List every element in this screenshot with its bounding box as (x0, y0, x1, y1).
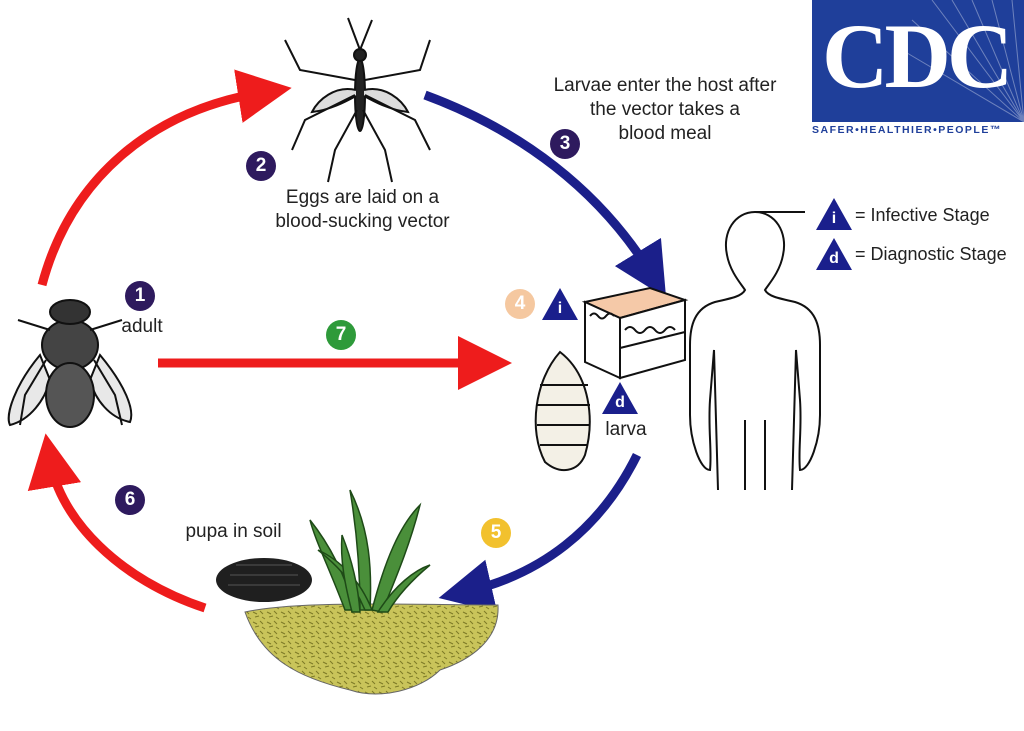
step-5-badge: 5 (481, 518, 511, 548)
cdc-wordmark: CDC (822, 5, 1013, 107)
cdc-tagline: SAFER•HEALTHIER•PEOPLE™ (812, 124, 1002, 136)
pupa-label: pupa in soil (185, 521, 282, 542)
step-6-badge: 6 (115, 485, 145, 515)
cdc-logo: CDC SAFER•HEALTHIER•PEOPLE™ (812, 0, 1024, 158)
larvae-label-line-3: blood meal (618, 122, 712, 144)
step-2-badge: 2 (246, 151, 276, 181)
arrow-adult-to-vector (37, 69, 292, 287)
legend-diagnostic-letter: d (829, 250, 839, 267)
step-4-badge: 4 (505, 289, 535, 319)
bot-fly-adult-icon (7, 299, 133, 428)
larvae-label-line-1: Larvae enter the host after (553, 75, 777, 96)
legend-diagnostic-text: = Diagnostic Stage (855, 244, 1007, 264)
cdc-logo-box: CDC (812, 0, 1024, 122)
arrow-larva-to-soil (438, 453, 642, 613)
diagnostic-stage-marker: d (602, 382, 638, 414)
soil-icon (244, 603, 499, 695)
human-host-icon (689, 211, 821, 491)
step-3-badge: 3 (550, 129, 580, 159)
legend-infective-icon: i (816, 198, 852, 230)
larvae-label-line-2: the vector takes a (590, 98, 740, 120)
diagnostic-stage-marker-letter: d (615, 394, 625, 411)
larvae-label: Larvae enter the host after the vector t… (535, 74, 795, 145)
legend-infective-text: = Infective Stage (855, 205, 990, 225)
arrow-vector-to-host (423, 90, 667, 299)
logo-rays-icon (901, 0, 1024, 122)
mosquito-icon (284, 17, 431, 183)
eggs-label-line-2: blood-sucking vector (275, 210, 450, 232)
infective-stage-marker-letter: i (557, 300, 563, 317)
legend-diagnostic-icon: d (816, 238, 852, 270)
pupa-icon (216, 558, 312, 602)
step-1-badge: 1 (125, 281, 155, 311)
larva-icon (534, 350, 591, 471)
eggs-label: Eggs are laid on a blood-sucking vector (255, 186, 470, 234)
arrow-pupa-to-adult (27, 433, 207, 613)
infective-stage-marker: i (542, 288, 578, 320)
legend-infective-letter: i (831, 210, 837, 227)
step-7-badge: 7 (326, 320, 356, 350)
adult-label: adult (121, 316, 163, 337)
eggs-label-line-1: Eggs are laid on a (285, 187, 440, 208)
skin-section-icon (581, 286, 689, 380)
larva-label: larva (605, 419, 647, 440)
grass-icon (309, 489, 431, 613)
